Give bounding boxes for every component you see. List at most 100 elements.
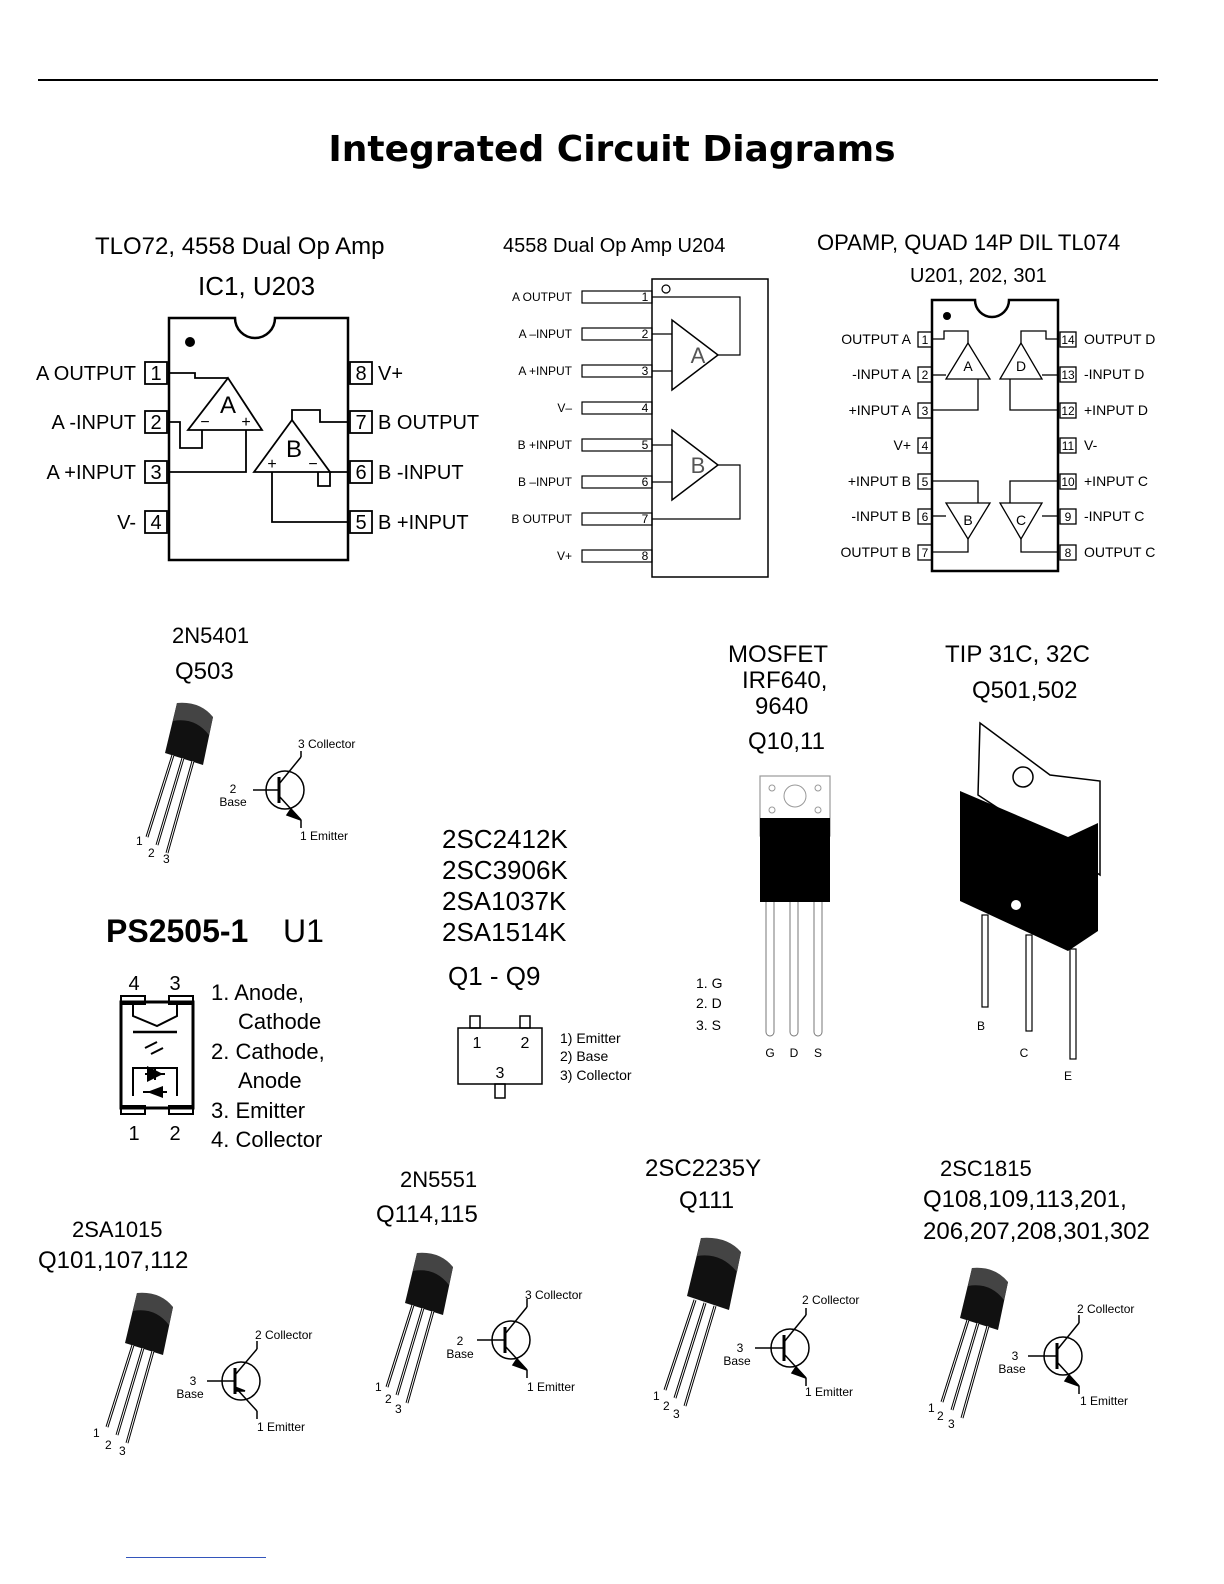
svg-text:1: 1 <box>136 834 143 848</box>
tip-refs: Q501,502 <box>972 677 1078 704</box>
transistor-symbol-icon <box>477 1299 531 1378</box>
ps2505-pin-1: 1. Anode, <box>211 980 304 1005</box>
svg-text:Base: Base <box>446 1347 474 1361</box>
svg-text:1. G: 1. G <box>696 975 722 991</box>
svg-text:3: 3 <box>948 1417 955 1431</box>
transistor-symbol-icon <box>207 1341 261 1419</box>
q108-diagram: 2 Collector 3 Base 1 Emitter 1 2 3 <box>928 1267 1134 1431</box>
svg-text:4: 4 <box>922 439 929 453</box>
svg-text:1: 1 <box>473 1035 482 1052</box>
svg-text:3: 3 <box>119 1444 126 1458</box>
svg-text:C: C <box>1016 512 1026 528</box>
svg-text:6: 6 <box>922 510 929 524</box>
svg-text:3: 3 <box>169 973 180 995</box>
q114-title: 2N5551 <box>400 1167 478 1192</box>
svg-text:A +INPUT: A +INPUT <box>47 462 136 484</box>
svg-text:2 Collector: 2 Collector <box>802 1293 859 1307</box>
svg-text:1 Emitter: 1 Emitter <box>805 1385 853 1399</box>
svg-text:B: B <box>977 1019 985 1033</box>
svg-text:3: 3 <box>642 364 649 378</box>
svg-text:2: 2 <box>642 327 649 341</box>
svg-text:+INPUT A: +INPUT A <box>849 402 912 418</box>
pnp-symbol-icon <box>253 751 305 828</box>
q114-diagram: 3 Collector 2 Base 1 Emitter 1 2 3 <box>375 1252 582 1416</box>
tl072-diagram: 1 2 3 4 8 7 6 5 A OUTPUT A -INPUT A +INP… <box>36 316 479 562</box>
svg-text:B -INPUT: B -INPUT <box>378 462 464 484</box>
to92-package-icon <box>663 1237 741 1407</box>
svg-text:5: 5 <box>922 475 929 489</box>
q503-subtitle: Q503 <box>175 658 234 685</box>
svg-text:C: C <box>1020 1046 1029 1060</box>
svg-text:Base: Base <box>998 1362 1026 1376</box>
smd-refs: Q1 - Q9 <box>448 961 541 991</box>
svg-text:A –INPUT: A –INPUT <box>519 327 573 341</box>
svg-text:2: 2 <box>105 1438 112 1452</box>
svg-text:−: − <box>200 414 209 431</box>
svg-text:S: S <box>814 1046 822 1060</box>
svg-text:1: 1 <box>928 1401 935 1415</box>
tl074-title: OPAMP, QUAD 14P DIL TL074 <box>817 230 1121 255</box>
svg-text:1) Emitter: 1) Emitter <box>560 1030 621 1046</box>
svg-text:3. S: 3. S <box>696 1017 721 1033</box>
to92-package-icon <box>105 1292 173 1444</box>
svg-text:V+: V+ <box>378 363 403 385</box>
q503-title: 2N5401 <box>172 623 250 648</box>
svg-text:12: 12 <box>1061 404 1075 418</box>
svg-text:V-: V- <box>1084 437 1098 453</box>
svg-text:E: E <box>1064 1069 1072 1083</box>
q101-refs: Q101,107,112 <box>38 1247 189 1274</box>
svg-text:3: 3 <box>163 852 170 866</box>
footer-link-line <box>126 1557 266 1558</box>
tl072-subtitle: IC1, U203 <box>198 271 316 301</box>
smd-diagram: 1 2 3 1) Emitter 2) Base 3) Collector <box>457 1015 632 1099</box>
svg-text:A: A <box>963 358 973 374</box>
ps2505-ref: U1 <box>283 913 324 949</box>
svg-text:G: G <box>765 1046 774 1060</box>
svg-text:OUTPUT B: OUTPUT B <box>840 544 911 560</box>
svg-text:OUTPUT A: OUTPUT A <box>841 331 911 347</box>
svg-text:2: 2 <box>148 846 155 860</box>
svg-text:3: 3 <box>673 1407 680 1420</box>
q111-title: 2SC2235Y <box>645 1155 762 1182</box>
svg-text:OUTPUT D: OUTPUT D <box>1084 331 1155 347</box>
page-title: Integrated Circuit Diagrams <box>328 129 896 170</box>
ps2505-title: PS2505-1 <box>106 913 249 949</box>
svg-text:3) Collector: 3) Collector <box>560 1067 632 1083</box>
svg-text:8: 8 <box>355 363 366 385</box>
svg-text:B: B <box>963 512 972 528</box>
q503-diagram: 3 Collector 2 Base 1 Emitter 1 2 3 <box>136 702 355 866</box>
svg-text:2: 2 <box>150 412 161 434</box>
svg-text:5: 5 <box>642 438 649 452</box>
svg-text:2) Base: 2) Base <box>560 1048 608 1064</box>
smd-part-1: 2SC2412K <box>442 824 568 854</box>
ps2505-pin-3: 3. Emitter <box>211 1098 306 1123</box>
svg-text:3: 3 <box>1012 1349 1019 1363</box>
svg-text:3: 3 <box>922 404 929 418</box>
q108-refs: Q108,109,113,201, <box>923 1186 1127 1213</box>
mosfet-part: IRF640, <box>742 667 828 694</box>
svg-text:+INPUT B: +INPUT B <box>848 473 911 489</box>
svg-text:10: 10 <box>1061 475 1075 489</box>
mosfet-refs: Q10,11 <box>748 728 825 755</box>
svg-text:2 Collector: 2 Collector <box>255 1328 312 1342</box>
svg-text:1: 1 <box>922 333 929 347</box>
svg-text:1: 1 <box>642 290 649 304</box>
svg-text:-INPUT D: -INPUT D <box>1084 366 1144 382</box>
svg-text:7: 7 <box>922 546 929 560</box>
svg-text:7: 7 <box>642 512 649 526</box>
svg-text:A OUTPUT: A OUTPUT <box>512 290 573 304</box>
u204-title: 4558 Dual Op Amp U204 <box>503 235 726 257</box>
svg-text:+: + <box>267 456 276 473</box>
tl072-pin-label: A OUTPUT <box>36 363 136 385</box>
svg-text:4: 4 <box>642 401 649 415</box>
svg-text:V-: V- <box>117 512 136 534</box>
svg-text:+INPUT C: +INPUT C <box>1084 473 1148 489</box>
svg-text:1: 1 <box>93 1426 100 1440</box>
tl074-subtitle: U201, 202, 301 <box>910 265 1047 287</box>
svg-text:B: B <box>691 453 706 478</box>
svg-text:V–: V– <box>557 401 572 415</box>
svg-text:1 Emitter: 1 Emitter <box>1080 1394 1128 1408</box>
svg-text:5: 5 <box>355 512 366 534</box>
svg-text:3: 3 <box>150 462 161 484</box>
